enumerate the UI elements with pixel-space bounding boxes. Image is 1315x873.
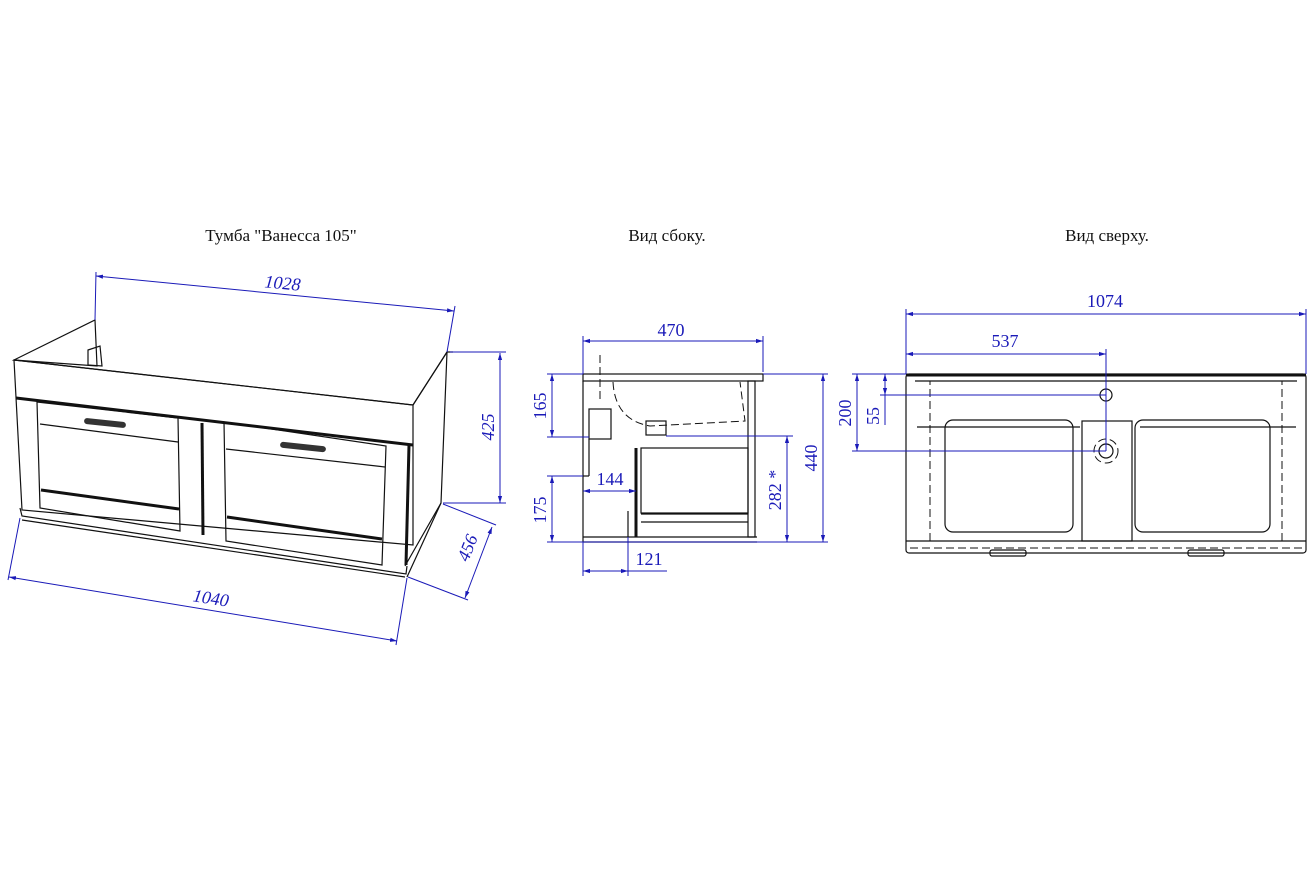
dim-440: 440 [801, 445, 821, 472]
title-top-view: Вид сверху. [1065, 226, 1149, 245]
top-dimensions: 1074 537 200 55 [835, 291, 1307, 452]
side-cabinet [582, 355, 764, 543]
dim-175: 175 [530, 497, 550, 524]
dim-55: 55 [863, 407, 883, 425]
dim-144: 144 [597, 469, 624, 489]
dim-121: 121 [636, 549, 663, 569]
dim-425: 425 [478, 414, 498, 441]
dim-537: 537 [992, 331, 1019, 351]
iso-cabinet [11, 319, 453, 578]
dim-456: 456 [453, 531, 482, 564]
dim-165: 165 [530, 393, 550, 420]
side-dimensions: 470 165 175 144 121 282 * 440 [530, 320, 828, 576]
dim-1028: 1028 [264, 271, 302, 294]
iso-dimensions: 1028 1040 425 456 [7, 271, 506, 646]
dim-200: 200 [835, 400, 855, 427]
dim-1040: 1040 [192, 585, 231, 610]
dim-470: 470 [658, 320, 685, 340]
title-side-view: Вид сбоку. [628, 226, 705, 245]
dim-1074: 1074 [1087, 291, 1123, 311]
title-iso-view: Тумба "Ванесса 105" [205, 226, 356, 245]
dim-282: 282 * [765, 470, 785, 511]
